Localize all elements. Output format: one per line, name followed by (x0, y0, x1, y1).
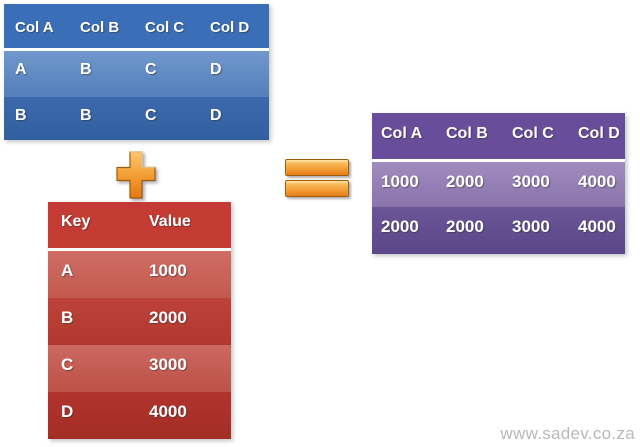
table-cell: 3000 (149, 355, 187, 374)
table-cell: D (61, 402, 74, 421)
equals-bar-bottom (285, 180, 349, 197)
table-row: A B C D (4, 51, 269, 97)
table-cell: 4000 (578, 217, 616, 236)
source-header-col-b: Col B (80, 19, 120, 36)
table-cell: 1000 (149, 261, 187, 280)
table-row: A 1000 (48, 251, 231, 298)
table-row: 1000 2000 3000 4000 (372, 162, 625, 207)
equals-icon (285, 159, 349, 197)
table-cell: 2000 (446, 172, 484, 191)
table-cell: A (61, 261, 74, 280)
table-cell: B (80, 61, 92, 78)
table-row: C 3000 (48, 345, 231, 392)
header-separator (48, 248, 231, 251)
source-header-col-a: Col A (15, 19, 54, 36)
source-table: Col A Col B Col C Col D A B C D B B C D (4, 4, 269, 140)
header-separator (4, 48, 269, 51)
table-cell: A (15, 61, 27, 78)
result-header-col-a: Col A (381, 125, 423, 142)
result-table-header-row: Col A Col B Col C Col D (372, 113, 625, 159)
table-cell: D (210, 61, 222, 78)
table-cell: 2000 (381, 217, 419, 236)
table-cell: C (145, 61, 157, 78)
plus-icon (116, 151, 156, 199)
table-row: D 4000 (48, 392, 231, 439)
result-header-col-b: Col B (446, 125, 488, 142)
table-cell: B (61, 308, 74, 327)
table-cell: 4000 (149, 402, 187, 421)
equals-bar-top (285, 159, 349, 176)
table-row: 2000 2000 3000 4000 (372, 207, 625, 254)
lookup-table-header-row: Key Value (48, 202, 231, 248)
table-cell: C (145, 107, 157, 124)
result-header-col-c: Col C (512, 125, 554, 142)
watermark-text: www.sadev.co.za (500, 424, 635, 443)
table-cell: 4000 (578, 172, 616, 191)
table-cell: 2000 (149, 308, 187, 327)
table-cell: 1000 (381, 172, 419, 191)
table-row: B B C D (4, 97, 269, 140)
lookup-header-key: Key (61, 213, 91, 230)
lookup-table: Key Value A 1000 B 2000 C 3000 D 4000 (48, 202, 231, 439)
lookup-header-value: Value (149, 213, 191, 230)
table-cell: D (210, 107, 222, 124)
result-table: Col A Col B Col C Col D 1000 2000 3000 4… (372, 113, 625, 254)
table-cell: B (80, 107, 92, 124)
table-cell: C (61, 355, 74, 374)
source-header-col-c: Col C (145, 19, 185, 36)
header-separator (372, 159, 625, 162)
table-row: B 2000 (48, 298, 231, 345)
result-header-col-d: Col D (578, 125, 620, 142)
source-header-col-d: Col D (210, 19, 250, 36)
table-cell: 3000 (512, 172, 550, 191)
table-cell: 2000 (446, 217, 484, 236)
table-cell: B (15, 107, 27, 124)
table-cell: 3000 (512, 217, 550, 236)
source-table-header-row: Col A Col B Col C Col D (4, 4, 269, 48)
